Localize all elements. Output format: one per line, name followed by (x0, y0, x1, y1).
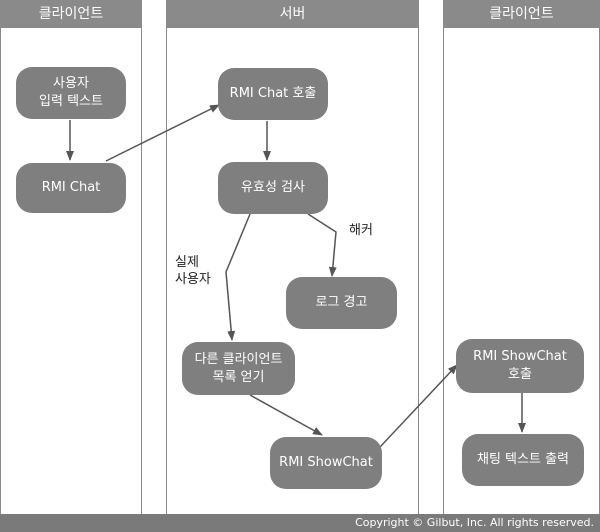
node-get-client-list: 다른 클라이언트 목록 얻기 (182, 342, 295, 395)
arrow-validity-to-list (225, 213, 251, 341)
node-chat-text-output: 채팅 텍스트 출력 (462, 434, 584, 486)
edge-label-hacker: 해커 (349, 223, 373, 238)
edge-label-real-user: 실제 사용자 (175, 255, 211, 287)
arrow-chat-to-call (105, 104, 220, 162)
node-rmi-showchat: RMI ShowChat (270, 437, 382, 489)
node-validity-check: 유효성 검사 (218, 162, 328, 214)
node-user-input: 사용자 입력 텍스트 (16, 67, 126, 119)
node-log-warning: 로그 경고 (286, 277, 397, 329)
lane-header-client-left: 클라이언트 (0, 0, 142, 28)
lane-header-server: 서버 (166, 0, 419, 28)
node-rmi-chat-call: RMI Chat 호출 (218, 68, 328, 120)
lane-client-left (0, 28, 142, 514)
arrow-showchat-to-call (379, 364, 458, 448)
arrow-list-to-showchat (249, 394, 323, 436)
copyright-footer: Copyright © Gilbut, Inc. All rights rese… (0, 514, 600, 532)
lane-server (166, 28, 419, 514)
lane-header-client-right: 클라이언트 (443, 0, 600, 28)
arrow-validity-to-log (307, 213, 337, 277)
node-rmi-showchat-call: RMI ShowChat 호출 (456, 339, 584, 393)
node-rmi-chat: RMI Chat (16, 163, 126, 213)
